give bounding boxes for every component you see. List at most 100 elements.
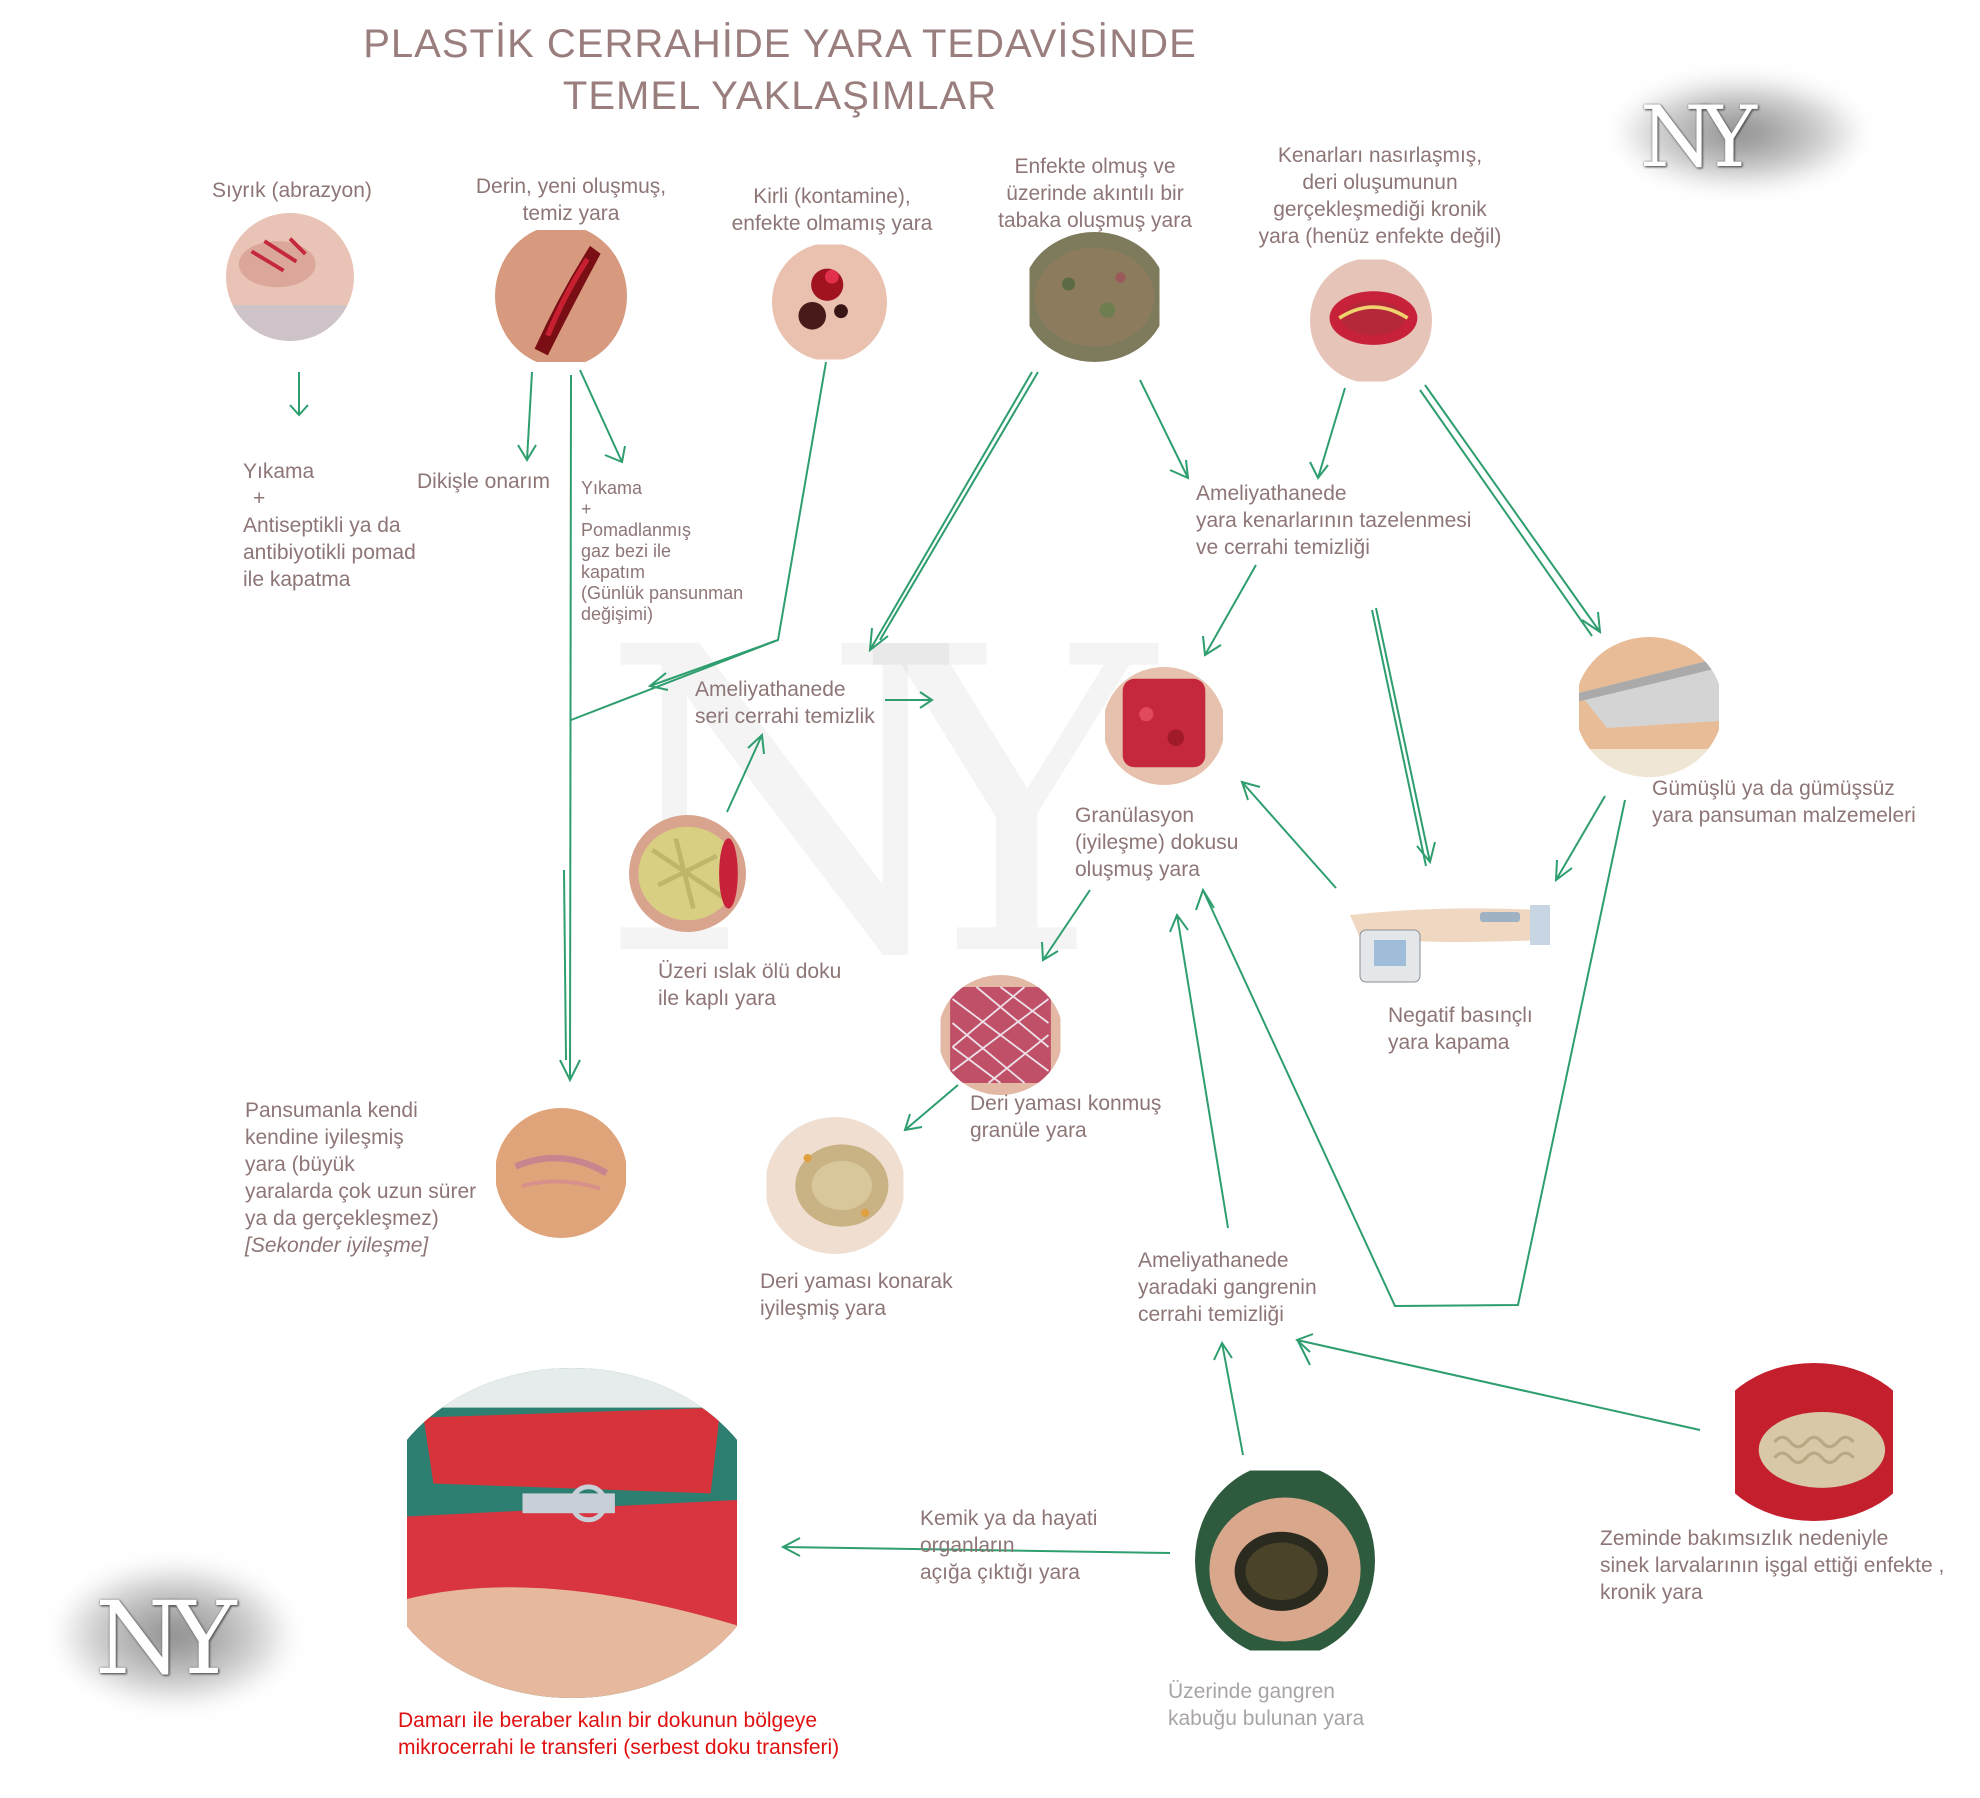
label-gran-line3: oluşmuş yara xyxy=(1075,858,1200,881)
arrow-eschar-to-gangrene-or xyxy=(1221,1342,1244,1456)
label-necrotic: Üzeri ıslak ölü doku ile kaplı yara xyxy=(658,958,841,1012)
label-ointment-line7: değişimi) xyxy=(581,604,654,624)
arrowhead-serial-right xyxy=(919,691,934,709)
label-silver-dressing: Gümüşlü ya da gümüşsüz yara pansuman mal… xyxy=(1652,775,1916,829)
label-gangrene-or: Ameliyathanede yaradaki gangrenin cerrah… xyxy=(1138,1247,1317,1328)
label-secondary-line4: yaralarda çok uzun sürer xyxy=(245,1180,477,1203)
label-chronic-line4: yara (henüz enfekte değil) xyxy=(1258,225,1502,248)
label-or-edges: Ameliyathanede yara kenarlarının tazelen… xyxy=(1196,480,1471,561)
arrow-eschar-to-flap xyxy=(782,1546,1171,1554)
label-npwt: Negatif basınçlı yara kapama xyxy=(1388,1002,1533,1056)
label-infected-line2: üzerinde akıntılı bir xyxy=(1006,182,1184,205)
label-infected-line3: tabaka oluşmuş yara xyxy=(998,209,1192,232)
arrowhead-granulation-or xyxy=(1202,635,1222,657)
photo-abrasion xyxy=(226,213,354,341)
label-secondary-line5: ya da gerçekleşmez) xyxy=(245,1207,439,1230)
arrow-deep-to-suture xyxy=(526,371,533,461)
arrowhead-ointment xyxy=(604,445,626,464)
photo-free-flap xyxy=(372,1368,772,1698)
label-larvae-line3: kronik yara xyxy=(1600,1581,1703,1604)
arrowhead-serial-infected xyxy=(868,627,889,653)
label-wash-line1: Yıkama xyxy=(243,460,315,483)
label-graft-healed: Deri yaması konarak iyileşmiş yara xyxy=(760,1268,953,1322)
label-npwt-line1: Negatif basınçlı xyxy=(1388,1004,1533,1027)
ny-watermark: NY xyxy=(600,560,1155,1049)
label-larvae-wound: Zeminde bakımsızlık nedeniyle sinek larv… xyxy=(1600,1525,1944,1606)
photo-dirty-wound xyxy=(772,243,887,361)
label-larvae-line2: sinek larvalarının işgal ettiği enfekte … xyxy=(1600,1554,1945,1577)
arrowhead-secondary xyxy=(559,1059,581,1083)
label-ointment-line2: + xyxy=(581,499,592,519)
title-line-2: TEMEL YAKLAŞIMLAR xyxy=(562,74,998,118)
photo-skin-graft xyxy=(938,975,1063,1095)
label-healed-line1: Deri yaması konarak xyxy=(760,1270,953,1293)
label-flap-line1: Damarı ile beraber kalın bir dokunun böl… xyxy=(398,1709,818,1732)
label-larvae-line1: Zeminde bakımsızlık nedeniyle xyxy=(1600,1527,1889,1550)
arrow-chronic-silver-double xyxy=(1419,389,1593,637)
arrowhead-silver xyxy=(1581,611,1602,635)
label-silver-line1: Gümüşlü ya da gümüşsüz xyxy=(1652,777,1895,800)
arrowhead-suture xyxy=(517,444,537,462)
label-eschar-line2: kabuğu bulunan yara xyxy=(1168,1707,1365,1730)
label-ointment-line4: gaz bezi ile xyxy=(581,541,672,561)
label-exposed-line1: Kemik ya da hayati xyxy=(920,1507,1098,1530)
label-gangrene-or-line1: Ameliyathanede xyxy=(1138,1249,1289,1272)
photo-silver-dressing xyxy=(1575,637,1723,777)
label-wash: Yıkama + Antiseptikli ya da antibiyotikl… xyxy=(243,458,416,593)
label-granulation: Granülasyon (iyileşme) dokusu oluşmuş ya… xyxy=(1075,802,1238,883)
label-serial-line1: Ameliyathanede xyxy=(695,678,846,701)
label-ointment-line5: kapatım xyxy=(581,562,646,582)
label-chronic-line3: gerçekleşmediği kronik xyxy=(1273,198,1487,221)
logo-bottom-smudge xyxy=(60,1565,290,1705)
label-skin-graft: Deri yaması konmuş granüle yara xyxy=(970,1090,1161,1144)
arrow-granulation-to-graft xyxy=(1042,889,1091,961)
label-dirty-line1: Kirli (kontamine), xyxy=(753,185,911,208)
arrow-silver-loop xyxy=(1202,799,1626,1308)
photo-npwt-device xyxy=(1340,900,1550,990)
photo-graft-healed xyxy=(765,1117,905,1254)
arrowhead-serial-dirty xyxy=(647,672,669,691)
label-wash-line4: antibiyotikli pomad xyxy=(243,541,416,564)
arrow-or-npwt-double xyxy=(1371,609,1427,867)
label-gangrene-or-line3: cerrahi temizliği xyxy=(1138,1303,1284,1326)
label-secondary-line1: Pansumanla kendi xyxy=(245,1099,418,1122)
arrow-deep-to-ointment xyxy=(579,369,623,463)
arrowhead-healed xyxy=(903,1113,923,1132)
arrow-deep-to-secondary xyxy=(569,374,572,1081)
arrow-or-to-granulation xyxy=(1204,564,1257,656)
arrowhead-npwt-or xyxy=(1416,841,1436,865)
label-deep-line2: temiz yara xyxy=(522,202,620,225)
arrow-npwt-to-granulation xyxy=(1241,781,1337,889)
arrow-infected-to-or xyxy=(1139,379,1189,479)
label-infected-wound: Enfekte olmuş ve üzerinde akıntılı bir t… xyxy=(975,153,1215,234)
label-graft-line1: Deri yaması konmuş xyxy=(970,1092,1162,1115)
label-gran-line1: Granülasyon xyxy=(1075,804,1195,827)
label-npwt-line2: yara kapama xyxy=(1388,1031,1510,1054)
arrow-larvae-double xyxy=(1297,1340,1311,1366)
label-exposed-line3: açığa çıktığı yara xyxy=(920,1561,1080,1584)
photo-larvae-wound xyxy=(1710,1363,1918,1521)
arrow-infected-double xyxy=(879,371,1039,641)
arrowhead-gangrene-or-eschar xyxy=(1213,1340,1233,1361)
label-secondary-line2: kendine iyileşmiş xyxy=(245,1126,404,1149)
label-ointment: Yıkama + Pomadlanmış gaz bezi ile kapatı… xyxy=(581,478,743,625)
arrow-silver-to-npwt xyxy=(1555,795,1606,881)
label-eschar-wound: Üzerinde gangren kabuğu bulunan yara xyxy=(1168,1678,1364,1732)
label-chronic-line1: Kenarları nasırlaşmış, xyxy=(1277,144,1483,167)
label-wash-line3: Antiseptikli ya da xyxy=(243,514,401,537)
label-gran-line2: (iyileşme) dokusu xyxy=(1075,831,1239,854)
label-silver-line2: yara pansuman malzemeleri xyxy=(1652,804,1916,827)
photo-chronic-wound xyxy=(1310,258,1432,383)
label-necrotic-line1: Üzeri ıslak ölü doku xyxy=(658,960,842,983)
arrowhead-loop-granulation xyxy=(1195,887,1215,911)
arrow-chronic-to-silver xyxy=(1424,384,1601,633)
arrow-chronic-to-or xyxy=(1317,387,1346,479)
label-serial-debridement: Ameliyathanede seri cerrahi temizlik xyxy=(695,676,875,730)
label-necrotic-line2: ile kaplı yara xyxy=(658,987,776,1010)
label-secondary-healing: Pansumanla kendi kendine iyileşmiş yara … xyxy=(245,1097,476,1259)
label-abrasion: Sıyrık (abrazyon) xyxy=(212,179,372,202)
label-chronic-line2: deri oluşumunun xyxy=(1302,171,1458,194)
label-ointment-line3: Pomadlanmış xyxy=(581,520,692,540)
label-chronic-wound: Kenarları nasırlaşmış, deri oluşumunun g… xyxy=(1240,142,1520,250)
